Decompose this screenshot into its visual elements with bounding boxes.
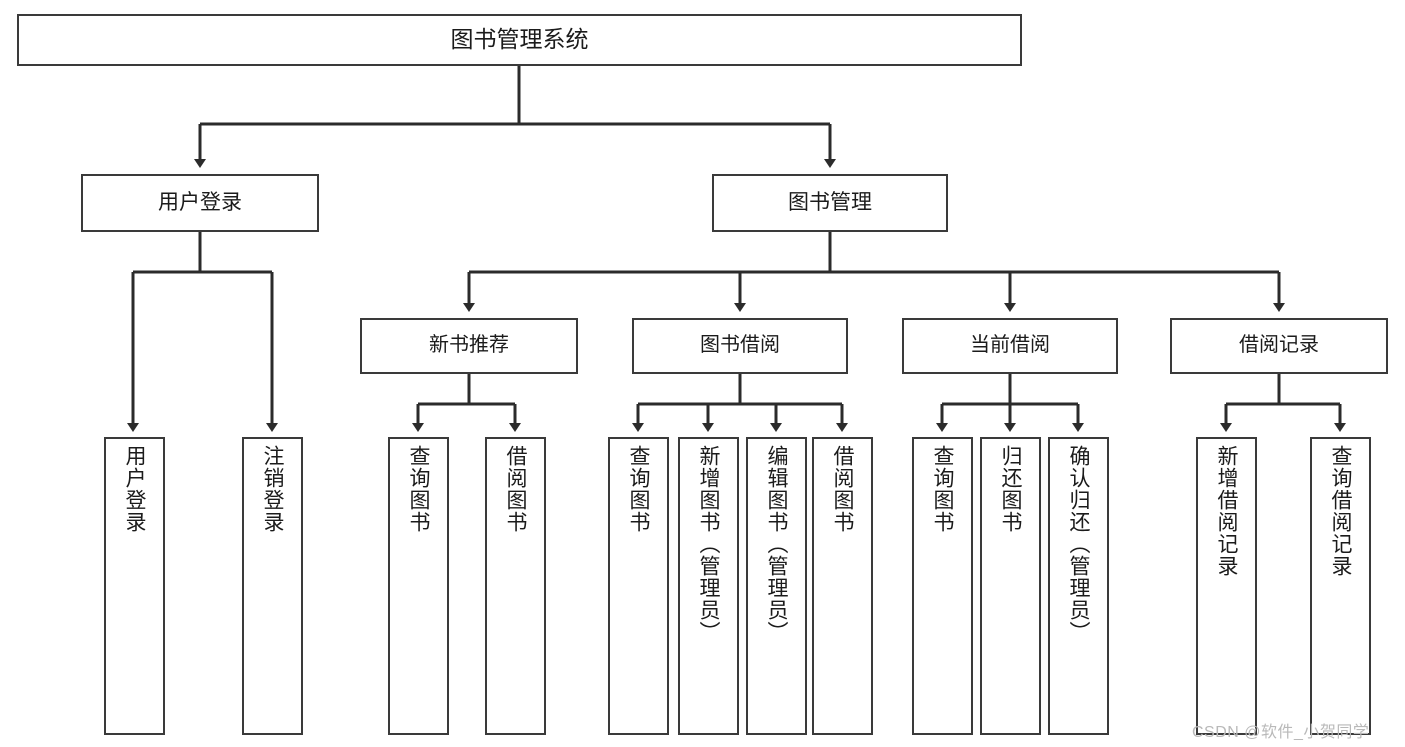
node-leaf-confirm-return[interactable]: 确认归还（管理员） [1048, 437, 1109, 735]
node-borrow-record[interactable]: 借阅记录 [1170, 318, 1388, 374]
node-leaf-add-book-label: 新增图书（管理员） [697, 445, 720, 643]
node-leaf-confirm-return-label: 确认归还（管理员） [1067, 445, 1090, 643]
node-new-book-recommend-label: 新书推荐 [429, 334, 509, 357]
node-user-login-label: 用户登录 [158, 190, 242, 214]
node-root[interactable]: 图书管理系统 [17, 14, 1022, 66]
node-leaf-add-book[interactable]: 新增图书（管理员） [678, 437, 739, 735]
node-leaf-query-record[interactable]: 查询借阅记录 [1310, 437, 1371, 735]
node-new-book-recommend[interactable]: 新书推荐 [360, 318, 578, 374]
node-book-borrow[interactable]: 图书借阅 [632, 318, 848, 374]
node-leaf-borrow-book-a[interactable]: 借阅图书 [485, 437, 546, 735]
node-leaf-borrow-book-b-label: 借阅图书 [831, 445, 854, 533]
node-leaf-edit-book-label: 编辑图书（管理员） [765, 445, 788, 643]
node-leaf-user-login-label: 用户登录 [123, 445, 146, 533]
node-leaf-user-login[interactable]: 用户登录 [104, 437, 165, 735]
node-leaf-return-book-label: 归还图书 [999, 445, 1022, 533]
node-borrow-record-label: 借阅记录 [1239, 334, 1319, 357]
node-book-management[interactable]: 图书管理 [712, 174, 948, 232]
node-leaf-query-book-b[interactable]: 查询图书 [608, 437, 669, 735]
node-current-borrow-label: 当前借阅 [970, 334, 1050, 357]
node-leaf-borrow-book-a-label: 借阅图书 [504, 445, 527, 533]
node-user-login[interactable]: 用户登录 [81, 174, 319, 232]
node-leaf-query-book-c-label: 查询图书 [931, 445, 954, 533]
node-root-label: 图书管理系统 [450, 26, 589, 53]
node-leaf-add-record[interactable]: 新增借阅记录 [1196, 437, 1257, 735]
node-leaf-borrow-book-b[interactable]: 借阅图书 [812, 437, 873, 735]
node-leaf-logout[interactable]: 注销登录 [242, 437, 303, 735]
node-leaf-add-record-label: 新增借阅记录 [1215, 445, 1238, 577]
node-leaf-query-record-label: 查询借阅记录 [1329, 445, 1352, 577]
watermark-text: CSDN @软件_小贺同学 [1192, 724, 1370, 741]
node-leaf-query-book-b-label: 查询图书 [627, 445, 650, 533]
node-leaf-query-book-a-label: 查询图书 [407, 445, 430, 533]
node-book-management-label: 图书管理 [788, 190, 872, 214]
node-current-borrow[interactable]: 当前借阅 [902, 318, 1118, 374]
node-leaf-logout-label: 注销登录 [261, 445, 284, 533]
node-book-borrow-label: 图书借阅 [700, 334, 780, 357]
node-leaf-edit-book[interactable]: 编辑图书（管理员） [746, 437, 807, 735]
node-leaf-return-book[interactable]: 归还图书 [980, 437, 1041, 735]
node-leaf-query-book-c[interactable]: 查询图书 [912, 437, 973, 735]
node-leaf-query-book-a[interactable]: 查询图书 [388, 437, 449, 735]
